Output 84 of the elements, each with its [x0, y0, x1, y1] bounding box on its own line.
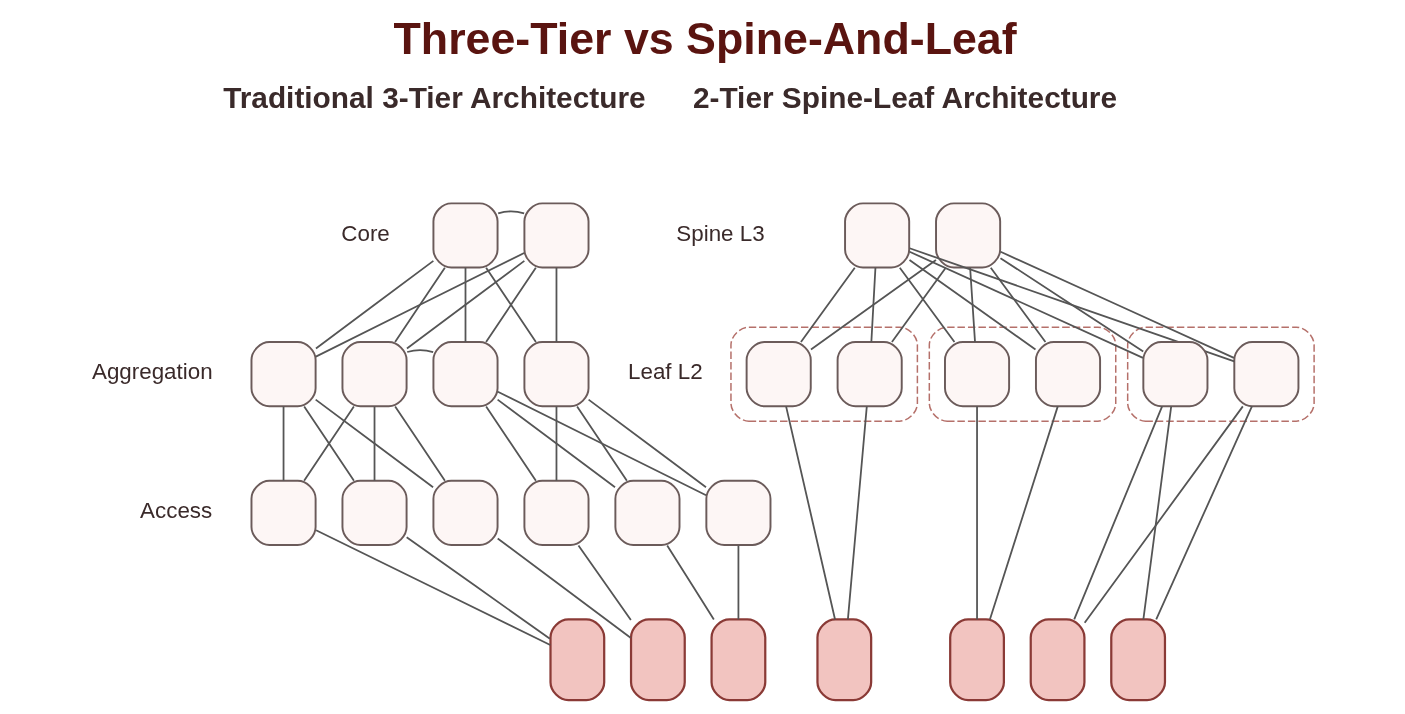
label: Aggregation: [91, 359, 213, 385]
connector: [405, 260, 525, 350]
label: Core: [340, 220, 390, 246]
connector: [999, 257, 1144, 353]
connector: [890, 266, 947, 343]
connector: [496, 390, 707, 497]
node-box: [948, 618, 1005, 702]
node-box: [613, 479, 680, 546]
connector: [314, 529, 551, 646]
label: Spine L3: [675, 220, 765, 246]
node-box: [745, 341, 812, 408]
connector: [484, 266, 537, 343]
connector: [1142, 405, 1172, 621]
connector: [809, 259, 937, 351]
label: Leaf L2: [627, 359, 703, 385]
node-box: [709, 618, 766, 702]
connector: [869, 266, 876, 343]
node-box: [340, 341, 408, 408]
connector: [464, 266, 466, 343]
connector: [908, 259, 1036, 351]
connector: [405, 536, 551, 640]
connector: [314, 398, 434, 489]
cluster: [729, 326, 918, 422]
node-box: [1141, 341, 1208, 408]
connector: [1072, 405, 1163, 621]
connector: [575, 405, 628, 482]
node-box: [1029, 618, 1086, 702]
connector: [555, 266, 557, 343]
connector: [908, 250, 1144, 359]
connector: [314, 260, 434, 350]
connector: [908, 247, 1235, 363]
connector: [999, 250, 1235, 359]
node-box: [836, 341, 903, 408]
connector: [393, 266, 446, 343]
connector: [405, 349, 434, 353]
node-box: [431, 479, 499, 546]
node-box: [340, 479, 408, 546]
connector: [314, 252, 525, 358]
cluster: [1126, 326, 1315, 422]
connector: [496, 398, 616, 489]
label: 2-Tier Spine-Leaf Architecture: [692, 80, 1117, 114]
node-box: [250, 479, 317, 546]
connector: [496, 210, 525, 215]
connector: [1154, 405, 1253, 621]
connector: [898, 266, 955, 343]
node-box: [843, 202, 910, 269]
node-box: [934, 202, 1001, 269]
connector: [587, 398, 707, 489]
connector: [302, 405, 355, 482]
connector: [496, 537, 631, 639]
node-box: [431, 341, 499, 408]
connector: [846, 405, 868, 621]
node-box: [522, 202, 589, 269]
node-box: [629, 618, 686, 702]
connector: [665, 544, 715, 621]
connector: [799, 266, 856, 343]
node-box: [1109, 618, 1166, 702]
diagram-title: Three-Tier vs Spine-And-Leaf: [393, 13, 1017, 64]
connector: [373, 405, 375, 482]
connector: [393, 405, 446, 482]
connector: [784, 405, 836, 621]
connector: [968, 266, 976, 343]
connector: [1083, 405, 1244, 624]
node-box: [548, 618, 605, 702]
node-box: [250, 341, 317, 408]
connector: [282, 405, 284, 482]
node-box: [1232, 341, 1299, 408]
node-box: [815, 618, 872, 702]
label: Access: [139, 498, 212, 524]
node-box: [522, 341, 589, 408]
label: Traditional 3-Tier Architecture: [222, 80, 646, 114]
node-box: [943, 341, 1010, 408]
connector: [484, 405, 537, 482]
node-box: [704, 479, 771, 546]
connector: [988, 405, 1059, 621]
connector: [975, 405, 978, 621]
connector: [555, 405, 557, 482]
node-box: [522, 479, 589, 546]
cluster: [928, 326, 1116, 422]
node-box: [431, 202, 499, 269]
node-box: [1034, 341, 1101, 408]
connector: [577, 544, 632, 621]
connector: [989, 266, 1046, 343]
connector: [737, 544, 739, 621]
